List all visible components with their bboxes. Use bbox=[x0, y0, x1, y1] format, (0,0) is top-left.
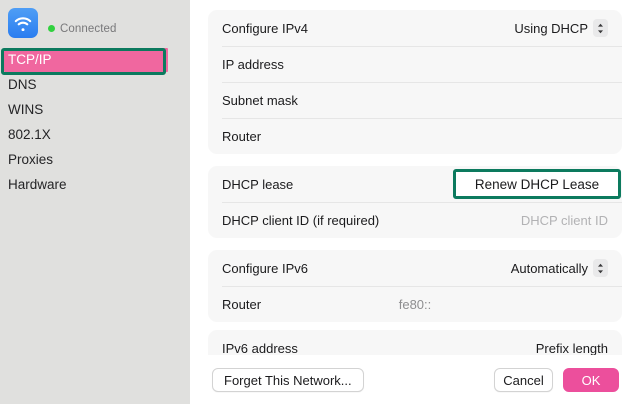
row-label: Configure IPv6 bbox=[222, 260, 308, 276]
router-ipv6-value: fe80:: bbox=[398, 296, 432, 312]
row-router-ipv6[interactable]: Router fe80:: bbox=[208, 286, 622, 322]
chevron-updown-icon[interactable] bbox=[593, 259, 608, 277]
popup-value: Using DHCP bbox=[514, 20, 588, 36]
connection-status: Connected bbox=[48, 12, 117, 35]
sidebar-item-list: TCP/IP DNS WINS 802.1X Proxies Hardware bbox=[0, 48, 190, 198]
row-dhcp-lease[interactable]: DHCP lease Renew DHCP Lease bbox=[208, 166, 622, 202]
forget-this-network-button[interactable]: Forget This Network... bbox=[212, 368, 364, 392]
renew-dhcp-lease-button[interactable]: Renew DHCP Lease bbox=[474, 176, 600, 192]
row-label: DHCP lease bbox=[222, 176, 294, 192]
sidebar-item-label: DNS bbox=[8, 77, 37, 92]
row-label: Router bbox=[222, 296, 262, 312]
sidebar-item-label: 802.1X bbox=[8, 127, 51, 142]
row-subnet-mask[interactable]: Subnet mask bbox=[208, 82, 622, 118]
wifi-header: Connected bbox=[8, 8, 117, 38]
sidebar-item-proxies[interactable]: Proxies bbox=[0, 148, 190, 172]
sidebar-item-tcpip[interactable]: TCP/IP bbox=[4, 48, 168, 72]
configure-ipv6-popup[interactable]: Automatically bbox=[511, 259, 608, 277]
sidebar-item-label: TCP/IP bbox=[8, 52, 52, 67]
settings-content: Configure IPv4 Using DHCP IP address bbox=[190, 0, 640, 355]
sidebar-item-hardware[interactable]: Hardware bbox=[0, 173, 190, 197]
dhcp-client-id-input[interactable]: DHCP client ID bbox=[520, 212, 608, 228]
wifi-icon bbox=[8, 8, 38, 38]
bottom-button-bar: Forget This Network... Cancel OK bbox=[190, 355, 640, 404]
row-label: IP address bbox=[222, 56, 284, 72]
popup-value: Automatically bbox=[510, 260, 588, 276]
sidebar-item-label: Hardware bbox=[8, 177, 67, 192]
ipv6-card: Configure IPv6 Automatically Router fe bbox=[208, 250, 622, 322]
status-label: Connected bbox=[60, 22, 117, 35]
row-ipv6-address-header: IPv6 address Prefix length bbox=[208, 330, 622, 356]
row-label: DHCP client ID (if required) bbox=[222, 212, 380, 228]
chevron-updown-icon[interactable] bbox=[593, 19, 608, 37]
sidebar: Connected TCP/IP DNS WINS 802.1X Proxies… bbox=[0, 0, 190, 404]
cancel-button[interactable]: Cancel bbox=[494, 368, 553, 392]
sidebar-item-label: WINS bbox=[8, 102, 44, 117]
row-ip-address[interactable]: IP address bbox=[208, 46, 622, 82]
ok-button[interactable]: OK bbox=[563, 368, 619, 392]
row-label: Configure IPv4 bbox=[222, 20, 308, 36]
ipv6-address-header-label: IPv6 address bbox=[222, 340, 298, 356]
ipv4-card: Configure IPv4 Using DHCP IP address bbox=[208, 10, 622, 154]
configure-ipv4-popup[interactable]: Using DHCP bbox=[514, 19, 608, 37]
row-label: Subnet mask bbox=[222, 92, 298, 108]
row-configure-ipv6[interactable]: Configure IPv6 Automatically bbox=[208, 250, 622, 286]
row-label: Router bbox=[222, 128, 262, 144]
sidebar-item-wins[interactable]: WINS bbox=[0, 98, 190, 122]
status-dot-green-icon bbox=[48, 25, 55, 32]
sidebar-item-label: Proxies bbox=[8, 152, 54, 167]
prefix-length-header-label: Prefix length bbox=[535, 340, 608, 356]
row-dhcp-client-id[interactable]: DHCP client ID (if required) DHCP client… bbox=[208, 202, 622, 238]
row-configure-ipv4[interactable]: Configure IPv4 Using DHCP bbox=[208, 10, 622, 46]
sidebar-item-8021x[interactable]: 802.1X bbox=[0, 123, 190, 147]
row-router-ipv4[interactable]: Router bbox=[208, 118, 622, 154]
main-panel: Configure IPv4 Using DHCP IP address bbox=[190, 0, 640, 404]
ipv6-address-card: IPv6 address Prefix length bbox=[208, 330, 622, 355]
sidebar-item-dns[interactable]: DNS bbox=[0, 73, 190, 97]
